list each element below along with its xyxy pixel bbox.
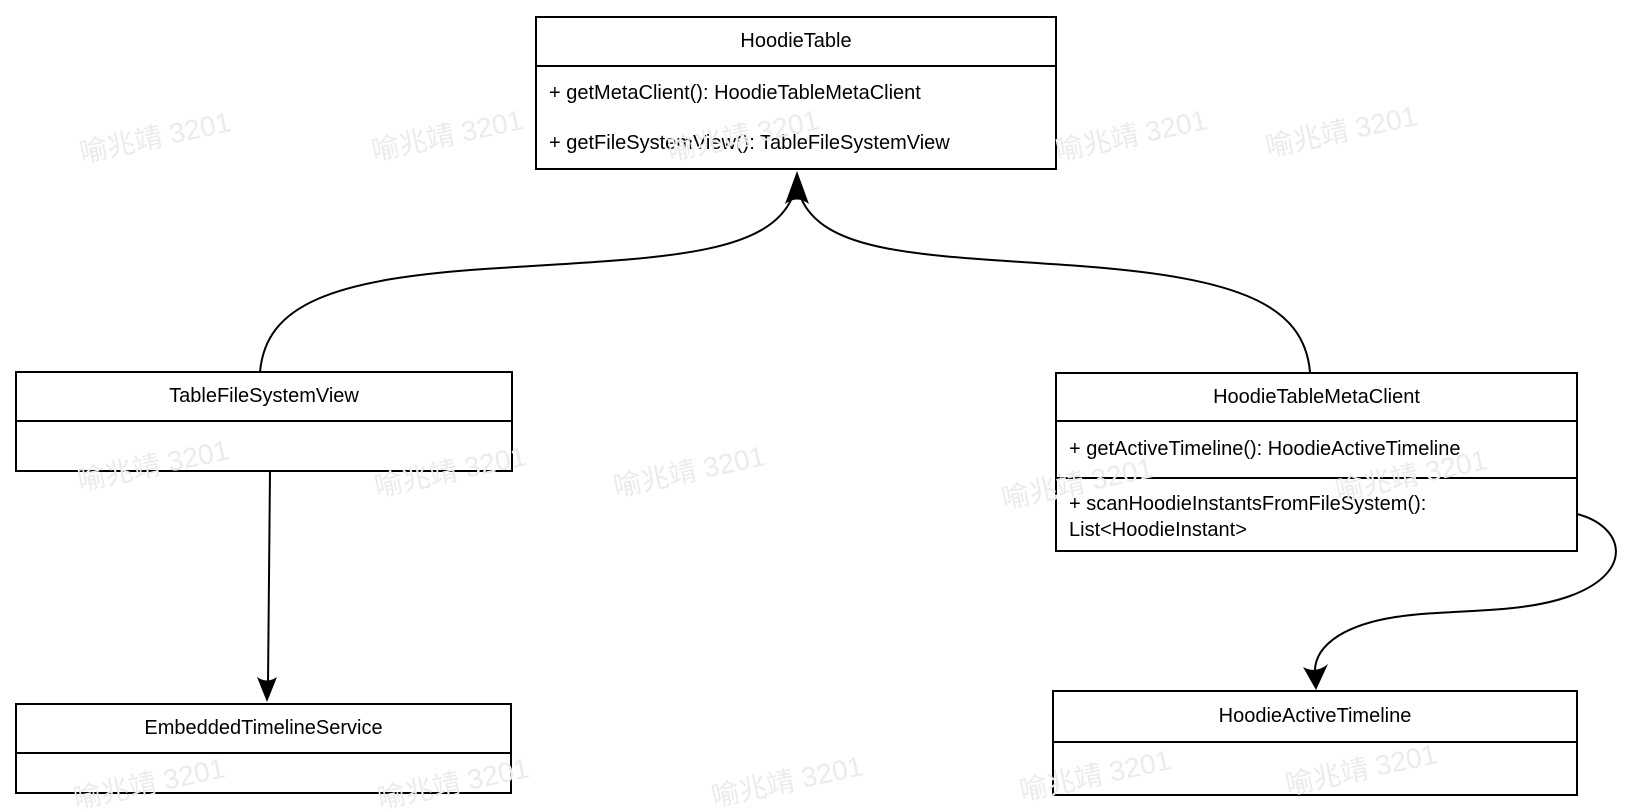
method-scanhoodieinstants: + scanHoodieInstantsFromFileSystem(): Li… — [1069, 493, 1427, 541]
edge-tablefilesystemview-to-embeddedtimelineservice — [267, 470, 271, 685]
class-method-section: + scanHoodieInstantsFromFileSystem(): Li… — [1057, 477, 1576, 550]
class-methods-hoodietable: + getMetaClient(): HoodieTableMetaClient… — [537, 67, 1055, 168]
edge-hoodietablemetaclient-to-hoodietable — [800, 197, 1311, 373]
class-box-hoodietablemetaclient: HoodieTableMetaClient + getActiveTimelin… — [1055, 372, 1578, 552]
method-getmetaclient: + getMetaClient(): HoodieTableMetaClient — [549, 82, 921, 104]
watermark-text: 喻兆靖 3201 — [368, 104, 526, 167]
arrowhead-up-hoodietable — [785, 171, 809, 204]
watermark-text: 喻兆靖 3201 — [1262, 100, 1420, 163]
arrowhead-down-embeddedtimelineservice — [257, 677, 277, 702]
class-box-embeddedtimelineservice: EmbeddedTimelineService — [15, 703, 512, 794]
class-box-hoodieactivetimeline: HoodieActiveTimeline — [1052, 690, 1578, 796]
class-empty-section — [17, 754, 510, 792]
watermark-text: 喻兆靖 3201 — [610, 440, 768, 503]
watermark-text: 喻兆靖 3201 — [1052, 104, 1210, 167]
class-method-section: + getActiveTimeline(): HoodieActiveTimel… — [1057, 422, 1576, 477]
class-title-hoodietable: HoodieTable — [537, 18, 1055, 67]
watermark-text: 喻兆靖 3201 — [708, 750, 866, 812]
arrowhead-down-hoodieactivetimeline — [1303, 664, 1328, 690]
edge-tablefilesystemview-to-hoodietable — [259, 197, 793, 373]
class-empty-section — [1054, 743, 1576, 794]
method-getfilesystemview: + getFileSystemView(): TableFileSystemVi… — [549, 132, 950, 154]
class-box-tablefilesystemview: TableFileSystemView — [15, 371, 513, 472]
class-title-tablefilesystemview: TableFileSystemView — [17, 373, 511, 422]
class-title-hoodietablemetaclient: HoodieTableMetaClient — [1057, 374, 1576, 422]
watermark-text: 喻兆靖 3201 — [76, 106, 234, 169]
class-title-embeddedtimelineservice: EmbeddedTimelineService — [17, 705, 510, 754]
class-empty-section — [17, 422, 511, 470]
class-title-hoodieactivetimeline: HoodieActiveTimeline — [1054, 692, 1576, 743]
class-box-hoodietable: HoodieTable + getMetaClient(): HoodieTab… — [535, 16, 1057, 170]
method-getactivetimeline: + getActiveTimeline(): HoodieActiveTimel… — [1069, 438, 1461, 460]
